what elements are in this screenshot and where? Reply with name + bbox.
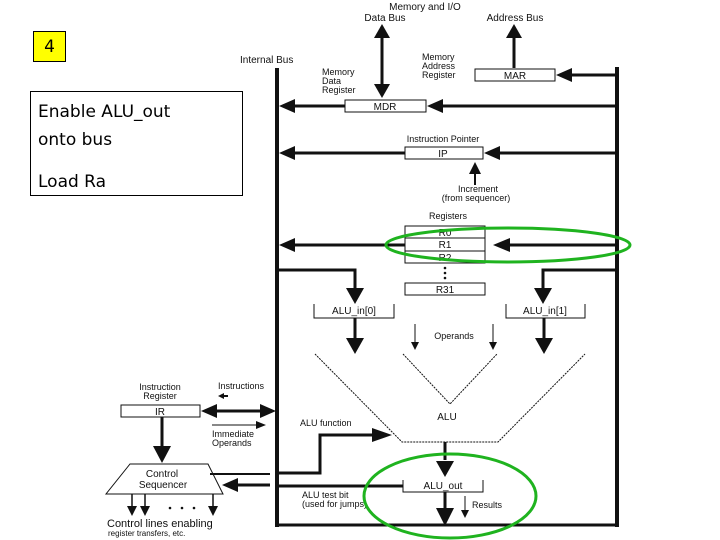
ir-label: IR xyxy=(155,407,165,418)
alu-in0-label: ALU_in[0] xyxy=(332,306,376,317)
alu-test-bit-sublabel: (used for jumps) xyxy=(302,499,367,509)
ir-caption-2: Register xyxy=(143,391,177,401)
alu-unit xyxy=(314,353,586,443)
mar-register: MAR xyxy=(474,68,556,82)
ip-register: IP xyxy=(404,146,484,160)
alu-in1-register: ALU_in[1] xyxy=(505,304,586,319)
bus-to-mar-arrow xyxy=(556,68,617,82)
address-bus-label: Address Bus xyxy=(487,13,544,24)
alu-in1-label: ALU_in[1] xyxy=(523,306,567,317)
bus-to-ip-arrow xyxy=(484,146,617,160)
bus-to-alu-in0-arrow xyxy=(277,268,364,304)
ir-caption-1: Instruction xyxy=(139,382,181,392)
control-sequencer-label-1: Control xyxy=(146,469,178,480)
increment-arrow xyxy=(469,162,481,185)
data-bus-label: Data Bus xyxy=(364,13,405,24)
mdr-caption-3: Register xyxy=(322,85,356,95)
mar-label: MAR xyxy=(504,71,526,82)
internal-bus-label: Internal Bus xyxy=(240,55,293,66)
ip-caption: Instruction Pointer xyxy=(407,134,480,144)
internal-bus xyxy=(275,67,619,527)
results-label: Results xyxy=(472,500,503,510)
address-bus-arrow xyxy=(506,24,522,68)
alu-test-bit-label: ALU test bit xyxy=(302,490,349,500)
ip-label: IP xyxy=(438,149,448,160)
control-lines-label: Control lines enabling xyxy=(107,518,213,530)
mdr-to-bus-arrow xyxy=(279,99,345,113)
mar-caption-1: Memory xyxy=(422,52,455,62)
register-r0-label: R0 xyxy=(439,228,452,239)
control-sequencer-label-2: Sequencer xyxy=(139,480,188,491)
register-r31-label: R31 xyxy=(436,285,455,296)
alu-in0-register: ALU_in[0] xyxy=(313,304,395,319)
immediate-operands-sublabel: Operands xyxy=(212,438,252,448)
alu-label: ALU xyxy=(437,412,456,423)
register-r1-label: R1 xyxy=(439,240,452,251)
alu-in0-to-alu-arrow xyxy=(346,318,364,354)
step-description: Enable ALU_out onto bus Load Ra xyxy=(30,91,243,196)
instructions-label: Instructions xyxy=(218,381,265,391)
immediate-operands-label: Immediate xyxy=(212,429,254,439)
data-bus-arrow xyxy=(374,24,390,98)
operands-label: Operands xyxy=(434,331,474,341)
alu-function-label: ALU function xyxy=(300,418,352,428)
ir-bus-double-arrow xyxy=(201,404,276,418)
note-line-1: Enable ALU_out xyxy=(38,102,171,122)
step-number-badge: 4 xyxy=(33,31,66,62)
results-arrow xyxy=(461,496,469,518)
registers-caption: Registers xyxy=(429,211,468,221)
ir-register: IR xyxy=(120,404,201,418)
operand-arrow-right xyxy=(489,324,497,350)
increment-source-label: (from sequencer) xyxy=(442,193,511,203)
operand-arrow-left xyxy=(411,324,419,350)
increment-label: Increment xyxy=(458,184,499,194)
bus-to-mdr-arrow xyxy=(427,99,617,113)
control-sequencer: Control xyxy=(104,463,224,495)
highlight-register-load xyxy=(384,226,632,264)
mdr-caption-2: Data xyxy=(322,76,341,86)
bus-to-alu-in1-arrow xyxy=(534,268,617,304)
mar-caption-3: Register xyxy=(422,70,456,80)
highlight-alu-out xyxy=(362,452,538,540)
mdr-label: MDR xyxy=(374,102,397,113)
control-line-arrows xyxy=(127,494,218,516)
note-line-2: onto bus xyxy=(38,130,113,150)
alu-out-to-bus-arrow xyxy=(436,492,454,526)
bus-to-sequencer-arrow xyxy=(222,478,270,492)
alu-in1-to-alu-arrow xyxy=(535,318,553,354)
memory-io-label: Memory and I/O xyxy=(389,2,461,13)
ip-to-bus-arrow xyxy=(279,146,405,160)
alu-function-arrow xyxy=(277,428,392,475)
control-lines-sublabel: register transfers, etc. xyxy=(108,529,185,538)
mdr-caption-1: Memory xyxy=(322,67,355,77)
ir-to-sequencer-arrow xyxy=(153,417,171,463)
mdr-register: MDR xyxy=(344,99,427,113)
bus-to-registers-arrow xyxy=(493,238,617,252)
alu-out-label: ALU_out xyxy=(424,481,463,492)
mar-caption-2: Address xyxy=(422,61,456,71)
instructions-small-arrow xyxy=(218,393,228,399)
alu-out-register: ALU_out xyxy=(402,480,484,493)
note-line-3: Load Ra xyxy=(38,172,107,192)
immediate-operands-arrow xyxy=(212,421,266,429)
alu-to-alu-out-arrow xyxy=(436,442,454,477)
